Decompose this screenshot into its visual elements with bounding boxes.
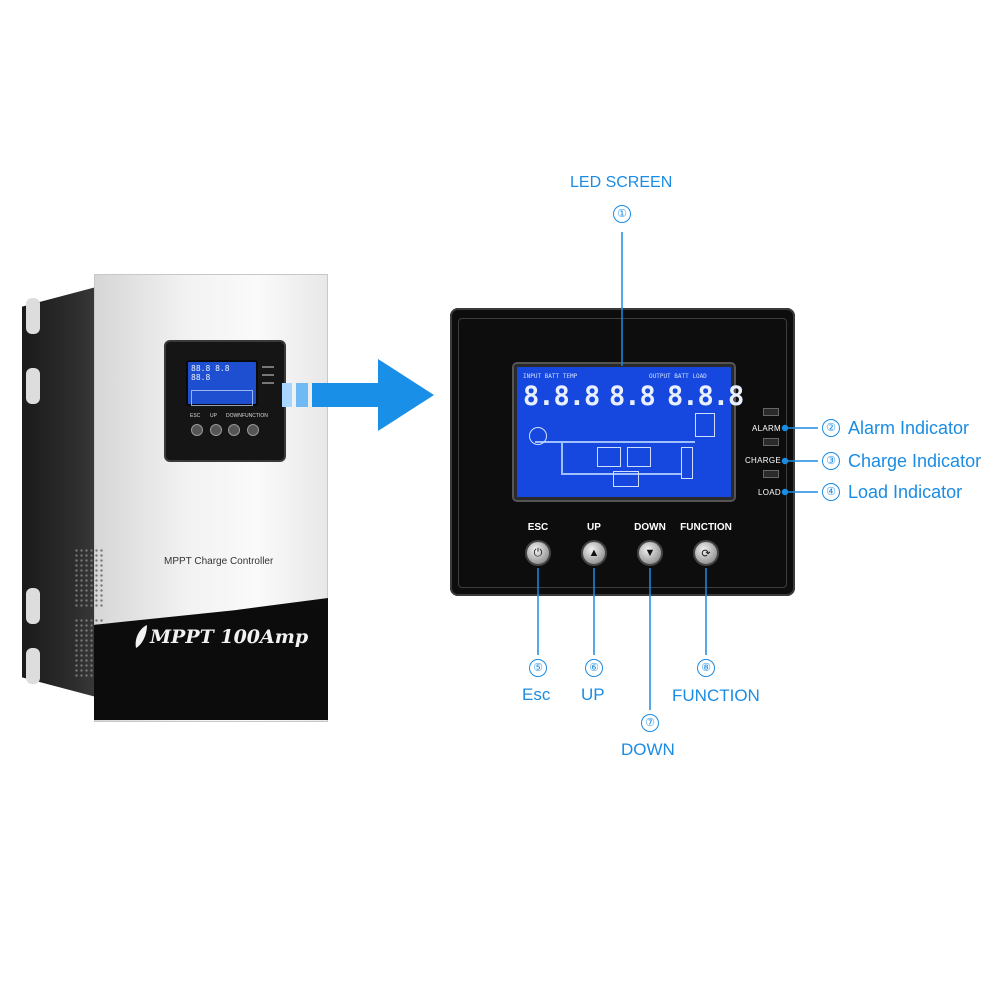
callout-number-3: ③ [822,452,840,470]
callout-function: FUNCTION [672,686,760,705]
down-arrow-icon: ▼ [644,547,656,559]
lcd-output-header: OUTPUT BATT LOAD [649,373,707,380]
lcd-controller-icon [627,447,651,467]
callout-load-indicator: Load Indicator [848,482,963,502]
lcd-flow-line [561,473,681,475]
lcd-flag-icon [695,413,715,437]
lcd-load-icon [681,447,693,479]
right-arrow-icon [282,359,434,431]
mini-down-button [228,424,240,436]
mini-down-label: DOWN [226,413,242,419]
callout-down: DOWN [621,740,675,759]
mini-esc-button [191,424,203,436]
callout-number-6: ⑥ [585,659,603,677]
lcd-sun-icon [529,427,547,445]
led-screen: INPUT BATT TEMP OUTPUT BATT LOAD 8.8.8 8… [514,364,744,500]
callout-number-5: ⑤ [529,659,547,677]
callout-up: UP [581,685,605,704]
mount-tab [26,648,40,684]
callout-number-8: ⑧ [697,659,715,677]
cycle-icon: ⟳ [701,547,711,560]
mini-indicator [262,382,274,384]
power-icon: ⏻ [533,546,543,559]
charge-indicator-label: CHARGE [744,456,781,465]
lcd-battery-icon [613,471,639,487]
lcd-panel-icon [597,447,621,467]
load-indicator-label: LOAD [758,488,781,497]
callout-number-4: ④ [822,483,840,501]
up-label: UP [587,522,601,533]
callout-led-screen: LED SCREEN [570,174,673,191]
mini-up-button [210,424,222,436]
mini-up-label: UP [210,413,217,419]
device-control-panel: 88.8 8.8 88.8 ESC UP DOWN FUNCTION [164,340,286,462]
up-button[interactable]: ▲ [581,540,607,566]
vent-grille [74,548,104,608]
up-arrow-icon: ▲ [588,547,600,559]
mini-function-button [247,424,259,436]
lcd-input-header: INPUT BATT TEMP [523,373,578,380]
mini-lcd-diagram [191,390,253,406]
device-brand: MPPT 100Amp [150,626,309,648]
callout-charge-indicator: Charge Indicator [848,451,982,471]
alarm-led [763,408,779,416]
alarm-indicator-label: ALARM [751,424,781,433]
mount-tab [26,588,40,624]
esc-button[interactable]: ⏻ [525,540,551,566]
charge-controller-device: 88.8 8.8 88.8 ESC UP DOWN FUNCTION MPPT … [22,258,328,722]
mini-esc-label: ESC [190,413,201,419]
mount-tab [26,298,40,334]
down-button[interactable]: ▼ [637,540,663,566]
charge-led [763,438,779,446]
mount-tab [26,368,40,404]
mini-lcd-digits: 88.8 8.8 88.8 [191,364,230,382]
mini-indicator [262,374,274,376]
esc-label: ESC [527,522,549,533]
lcd-flow-line [535,441,695,443]
leaf-logo-icon [135,625,147,648]
function-button[interactable]: ⟳ [693,540,719,566]
mini-indicator [262,366,274,368]
down-label: DOWN [634,522,666,533]
mini-function-label: FUNCTION [242,413,268,419]
device-model-label: MPPT Charge Controller [164,556,274,567]
lcd-digits-center: 8.8 [609,381,656,412]
callout-number-7: ⑦ [641,714,659,732]
callout-esc: Esc [522,685,551,704]
callout-number-1: ① [613,205,631,223]
callout-alarm-indicator: Alarm Indicator [848,418,970,438]
lcd-flow-line [561,441,563,475]
device-mini-lcd: 88.8 8.8 88.8 [186,360,258,406]
lcd-digits-left: 8.8.8 [523,381,600,412]
load-led [763,470,779,478]
function-label: FUNCTION [680,522,732,533]
callout-number-2: ② [822,419,840,437]
lcd-digits-right: 8.8.8 [667,381,744,412]
